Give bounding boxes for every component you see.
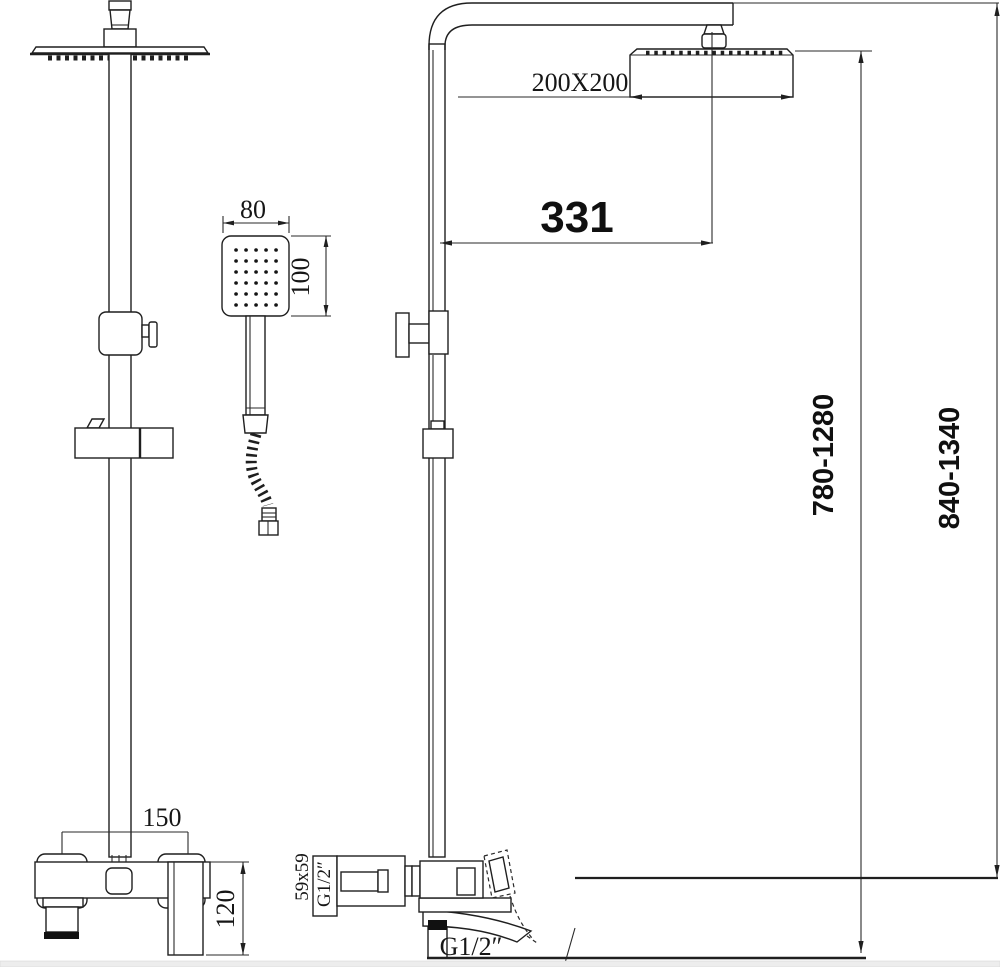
dim-780-1280: 780-1280 (795, 50, 872, 953)
hose-end-fitting (258, 507, 279, 536)
head-ball-joint (701, 24, 727, 49)
mixer-handle-front (167, 861, 204, 956)
mixer-step-side (418, 897, 512, 913)
dim-150-label: 150 (143, 803, 182, 832)
dim-331: 331 (440, 193, 713, 246)
label-59x59: 59x59 (292, 853, 313, 901)
aerator-band (44, 932, 79, 939)
spout-front (42, 897, 84, 939)
shower-arm (428, 2, 734, 50)
mixer-front (34, 853, 211, 956)
hand-shower-handle (242, 315, 269, 434)
hand-shower-nozzles (234, 248, 279, 307)
dim-200x200: 200X200 (458, 68, 793, 100)
dim-331-label: 331 (540, 193, 613, 242)
dim-200x200-label: 200X200 (532, 68, 629, 97)
waterfall-spout (422, 909, 533, 943)
slider-bracket (98, 311, 158, 356)
dim-780-1280-label: 780-1280 (808, 394, 840, 517)
wall-plate-side (312, 855, 338, 917)
dim-840-1340-label: 840-1340 (934, 407, 966, 530)
dim-80-label: 80 (240, 195, 266, 224)
dim-120: 120 (206, 861, 249, 956)
dim-120-label: 120 (211, 890, 240, 929)
slider-knob-shaft (141, 324, 150, 338)
wall-union (336, 855, 421, 907)
dim-150: 150 (61, 803, 189, 854)
holder-side (422, 420, 454, 459)
front-view: 150 120 (30, 0, 249, 956)
handset-holder (74, 418, 174, 459)
dim-100-label: 100 (286, 258, 315, 297)
slider-knob-side (395, 310, 449, 358)
label-g12-inlet: G1/2″ (440, 932, 503, 961)
shower-hose (245, 432, 274, 507)
mixer-side: 59x59 G1/2″ G1/2 (292, 849, 576, 964)
dim-840-1340: 840-1340 (575, 2, 1000, 880)
inlet-band (428, 920, 447, 930)
slider-knob (148, 321, 158, 348)
dim-80: 80 (222, 195, 290, 233)
footer-strip (0, 960, 1000, 967)
dim-100: 100 (286, 235, 331, 317)
diverter-button (105, 867, 133, 895)
side-view: 200X200 331 59x59 G1/2″ (292, 2, 1000, 964)
mixer-handle-side (483, 849, 538, 944)
diverter-button-side (456, 867, 476, 896)
riser-top-fitting (103, 0, 137, 48)
hand-shower: 80 100 (221, 195, 331, 536)
label-g12-wall: G1/2″ (314, 861, 335, 907)
